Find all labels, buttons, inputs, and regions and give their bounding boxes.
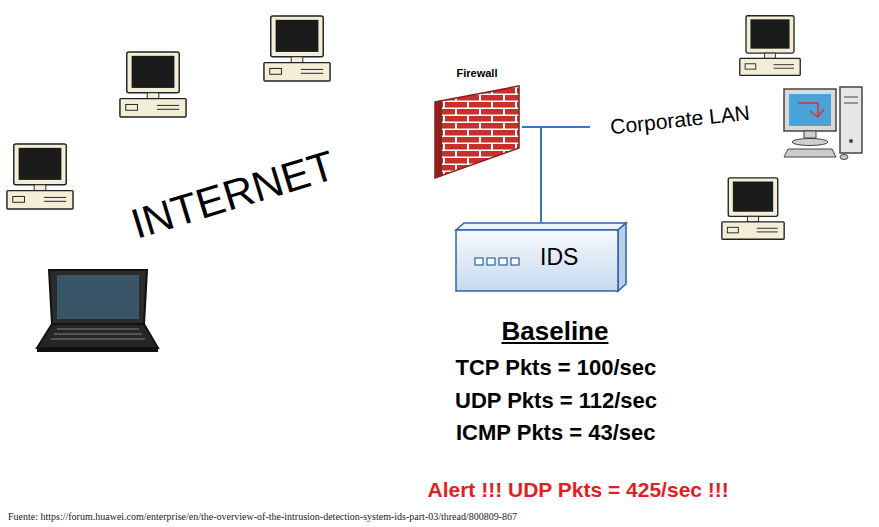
internet-cloud: INTERNET bbox=[35, 15, 445, 335]
cloud-outline bbox=[591, 29, 867, 232]
ids-port bbox=[511, 258, 519, 265]
wall-shape bbox=[432, 66, 522, 180]
lan-cloud: Corporate LAN bbox=[588, 20, 872, 238]
cloud-label: Corporate LAN bbox=[609, 101, 751, 140]
cloud-label: INTERNET bbox=[126, 141, 341, 249]
baseline-value: ICMP Pkts = 43/sec bbox=[456, 420, 656, 445]
cloud-outline bbox=[39, 29, 438, 327]
ids-top-face bbox=[456, 223, 626, 230]
ids-front-face bbox=[456, 230, 618, 291]
desktop-computer bbox=[7, 144, 73, 209]
device-label: IDS bbox=[540, 244, 578, 270]
brick-wall-side bbox=[435, 100, 442, 178]
brick-wall bbox=[435, 86, 519, 178]
firewall: Firewall bbox=[432, 66, 522, 180]
ids-port bbox=[475, 258, 483, 265]
baseline-value: TCP Pkts = 100/sec bbox=[456, 355, 657, 380]
laptop-computer bbox=[37, 270, 158, 352]
desktop-computer bbox=[722, 178, 784, 239]
ids-port bbox=[487, 258, 495, 265]
ids-box: IDS bbox=[455, 222, 627, 292]
source-caption: Fuente: https://forum.huawei.com/enterpr… bbox=[8, 511, 517, 523]
ids-side-face bbox=[618, 223, 626, 291]
baseline-heading: Baseline bbox=[502, 317, 609, 347]
alert-text: Alert !!! UDP Pkts = 425/sec !!! bbox=[428, 478, 729, 502]
ids-port bbox=[499, 258, 507, 265]
network-link bbox=[541, 127, 590, 222]
baseline-value: UDP Pkts = 112/sec bbox=[455, 388, 657, 413]
desktop-computer bbox=[120, 52, 186, 117]
network-link bbox=[522, 127, 541, 222]
firewall-label: Firewall bbox=[457, 67, 498, 80]
desktop-computer bbox=[740, 16, 800, 76]
desktop-computer bbox=[264, 16, 330, 81]
workstation-computer bbox=[784, 87, 862, 160]
